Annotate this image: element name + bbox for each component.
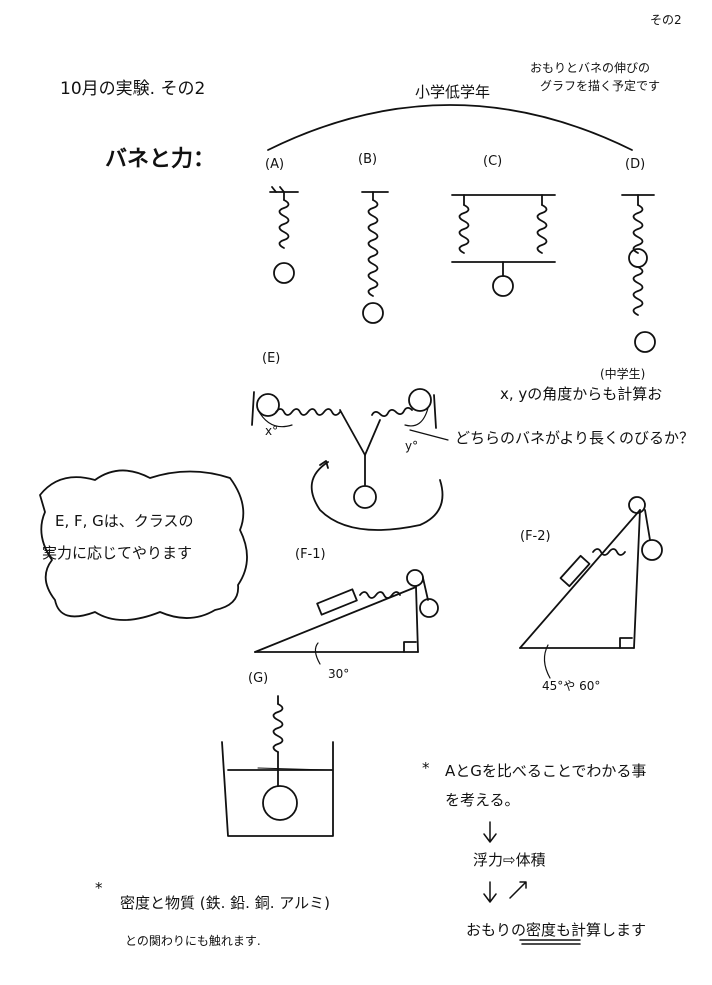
angle-x-label: x°: [265, 424, 279, 438]
figure-c-diagram: [451, 194, 556, 297]
f2-angle-label: 45°や 60°: [542, 679, 601, 693]
figure-b-label: (B): [358, 152, 378, 167]
page-title: 10月の実験. その2: [60, 79, 206, 99]
arrows-and-underline: [483, 821, 581, 945]
figure-b-diagram: [361, 191, 389, 324]
figure-c-label: (C): [483, 154, 503, 169]
figure-e-diagram: [251, 388, 449, 531]
figure-a-label: (A): [265, 157, 285, 172]
figure-f2-diagram: [519, 496, 663, 679]
figure-f1-label: (F-1): [295, 547, 326, 562]
figure-g-diagram: [221, 695, 334, 837]
figure-e-label: (E): [262, 351, 281, 366]
figure-g-label: (G): [248, 671, 269, 686]
density-note-line2: との関わりにも触れます.: [125, 934, 261, 948]
note-ag-line2: を考える。: [445, 791, 520, 809]
figure-a-diagram: [269, 186, 299, 284]
note-ag-line1: AとGを比べることでわかる事: [445, 762, 647, 780]
f1-angle-label: 30°: [328, 667, 350, 681]
section-title: バネと力：: [105, 147, 216, 172]
angle-calc-note: x, yの角度からも計算お: [500, 385, 663, 403]
buoyancy-volume-step: 浮力⇨体積: [473, 851, 546, 869]
density-note-line1: 密度と物質 (鉄. 鉛. 銅. アルミ): [120, 894, 330, 912]
figure-f1-diagram: [254, 569, 439, 665]
figure-f2-label: (F-2): [520, 529, 551, 544]
spring-question: どちらのバネがより長くのびるか？: [455, 429, 694, 447]
callout-line1: E, F, Gは、クラスの: [55, 512, 194, 530]
callout-line2: 実力に応じてやります: [42, 544, 193, 562]
page-corner-label: その2: [650, 13, 682, 27]
note-density-bullet: *: [95, 879, 103, 897]
figure-d-diagram: [621, 194, 656, 353]
note-ag-bullet: *: [422, 759, 430, 777]
angle-y-label: y°: [405, 439, 419, 453]
grouping-arc: [267, 104, 633, 151]
grade-note-line1: おもりとバネの伸びの: [530, 61, 651, 75]
grade-label: 小学低学年: [415, 83, 491, 101]
middle-school-label: (中学生): [600, 367, 646, 381]
grade-note-line2: グラフを描く予定です: [540, 79, 661, 93]
callout-bubble: [39, 469, 248, 621]
figure-d-label: (D): [625, 157, 646, 172]
density-calc-step: おもりの密度も計算します: [466, 921, 647, 939]
